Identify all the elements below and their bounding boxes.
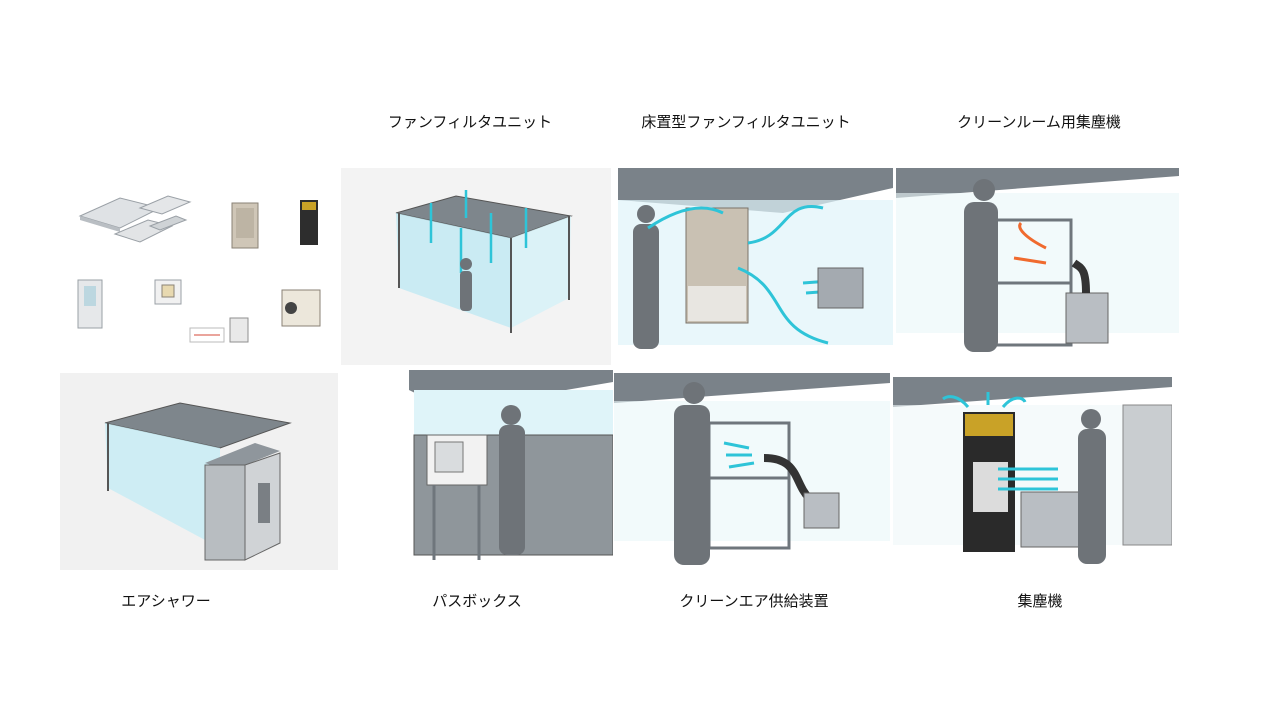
- person-silhouette: [499, 405, 525, 555]
- exhaust-arrows: [1013, 221, 1047, 265]
- pass-box-product: [154, 279, 182, 305]
- label-air-shower: エアシャワー: [121, 592, 211, 610]
- floor-ffu-illustration: [618, 168, 893, 365]
- air-shower-booth: [204, 443, 281, 561]
- person-silhouette: [964, 179, 998, 352]
- dust-collector-illustration: [893, 377, 1172, 573]
- fan-filter-unit-illustration: [341, 168, 611, 365]
- ffu-units-product: [78, 195, 192, 243]
- air-shower-illustration: [60, 373, 338, 570]
- product-overview-image: [60, 168, 340, 368]
- floor-ffu-product: [231, 202, 259, 249]
- black-collector-product: [300, 200, 318, 245]
- airflow-arrows: [942, 392, 1058, 491]
- label-cleanroom-dust-collector: クリーンルーム用集塵機: [957, 113, 1121, 131]
- cleanroom-dust-collector-illustration: [896, 168, 1179, 365]
- ceiling-grid: [614, 373, 890, 403]
- person-silhouette: [674, 382, 710, 565]
- work-table: [1020, 491, 1087, 548]
- label-pass-box: パスボックス: [432, 592, 522, 610]
- pass-box-illustration: [339, 370, 613, 575]
- glass-wall: [105, 423, 220, 548]
- dust-collector-tower: [963, 412, 1015, 552]
- support-frame: [432, 485, 481, 560]
- label-floor-fan-filter-unit: 床置型ファンフィルタユニット: [641, 113, 851, 131]
- ceiling-grid: [896, 168, 1179, 198]
- person-silhouette: [460, 258, 472, 311]
- label-clean-air-supply: クリーンエア供給装置: [679, 592, 829, 610]
- dust-collector-box: [1065, 292, 1109, 344]
- air-shower-product: [77, 279, 103, 329]
- supply-unit-box: [803, 492, 840, 529]
- small-cabinet-product: [189, 317, 249, 343]
- airflow-arrows: [723, 441, 755, 469]
- beige-collector-product: [281, 289, 321, 327]
- clean-air-supply-illustration: [614, 373, 890, 570]
- label-fan-filter-unit: ファンフィルタユニット: [387, 113, 553, 131]
- label-dust-collector: 集塵機: [1017, 592, 1063, 610]
- person-silhouette: [1078, 409, 1106, 564]
- glass-wall: [396, 213, 511, 328]
- person-silhouette: [633, 205, 659, 349]
- ceiling-grid: [104, 402, 292, 449]
- ceiling-grid: [893, 377, 1172, 407]
